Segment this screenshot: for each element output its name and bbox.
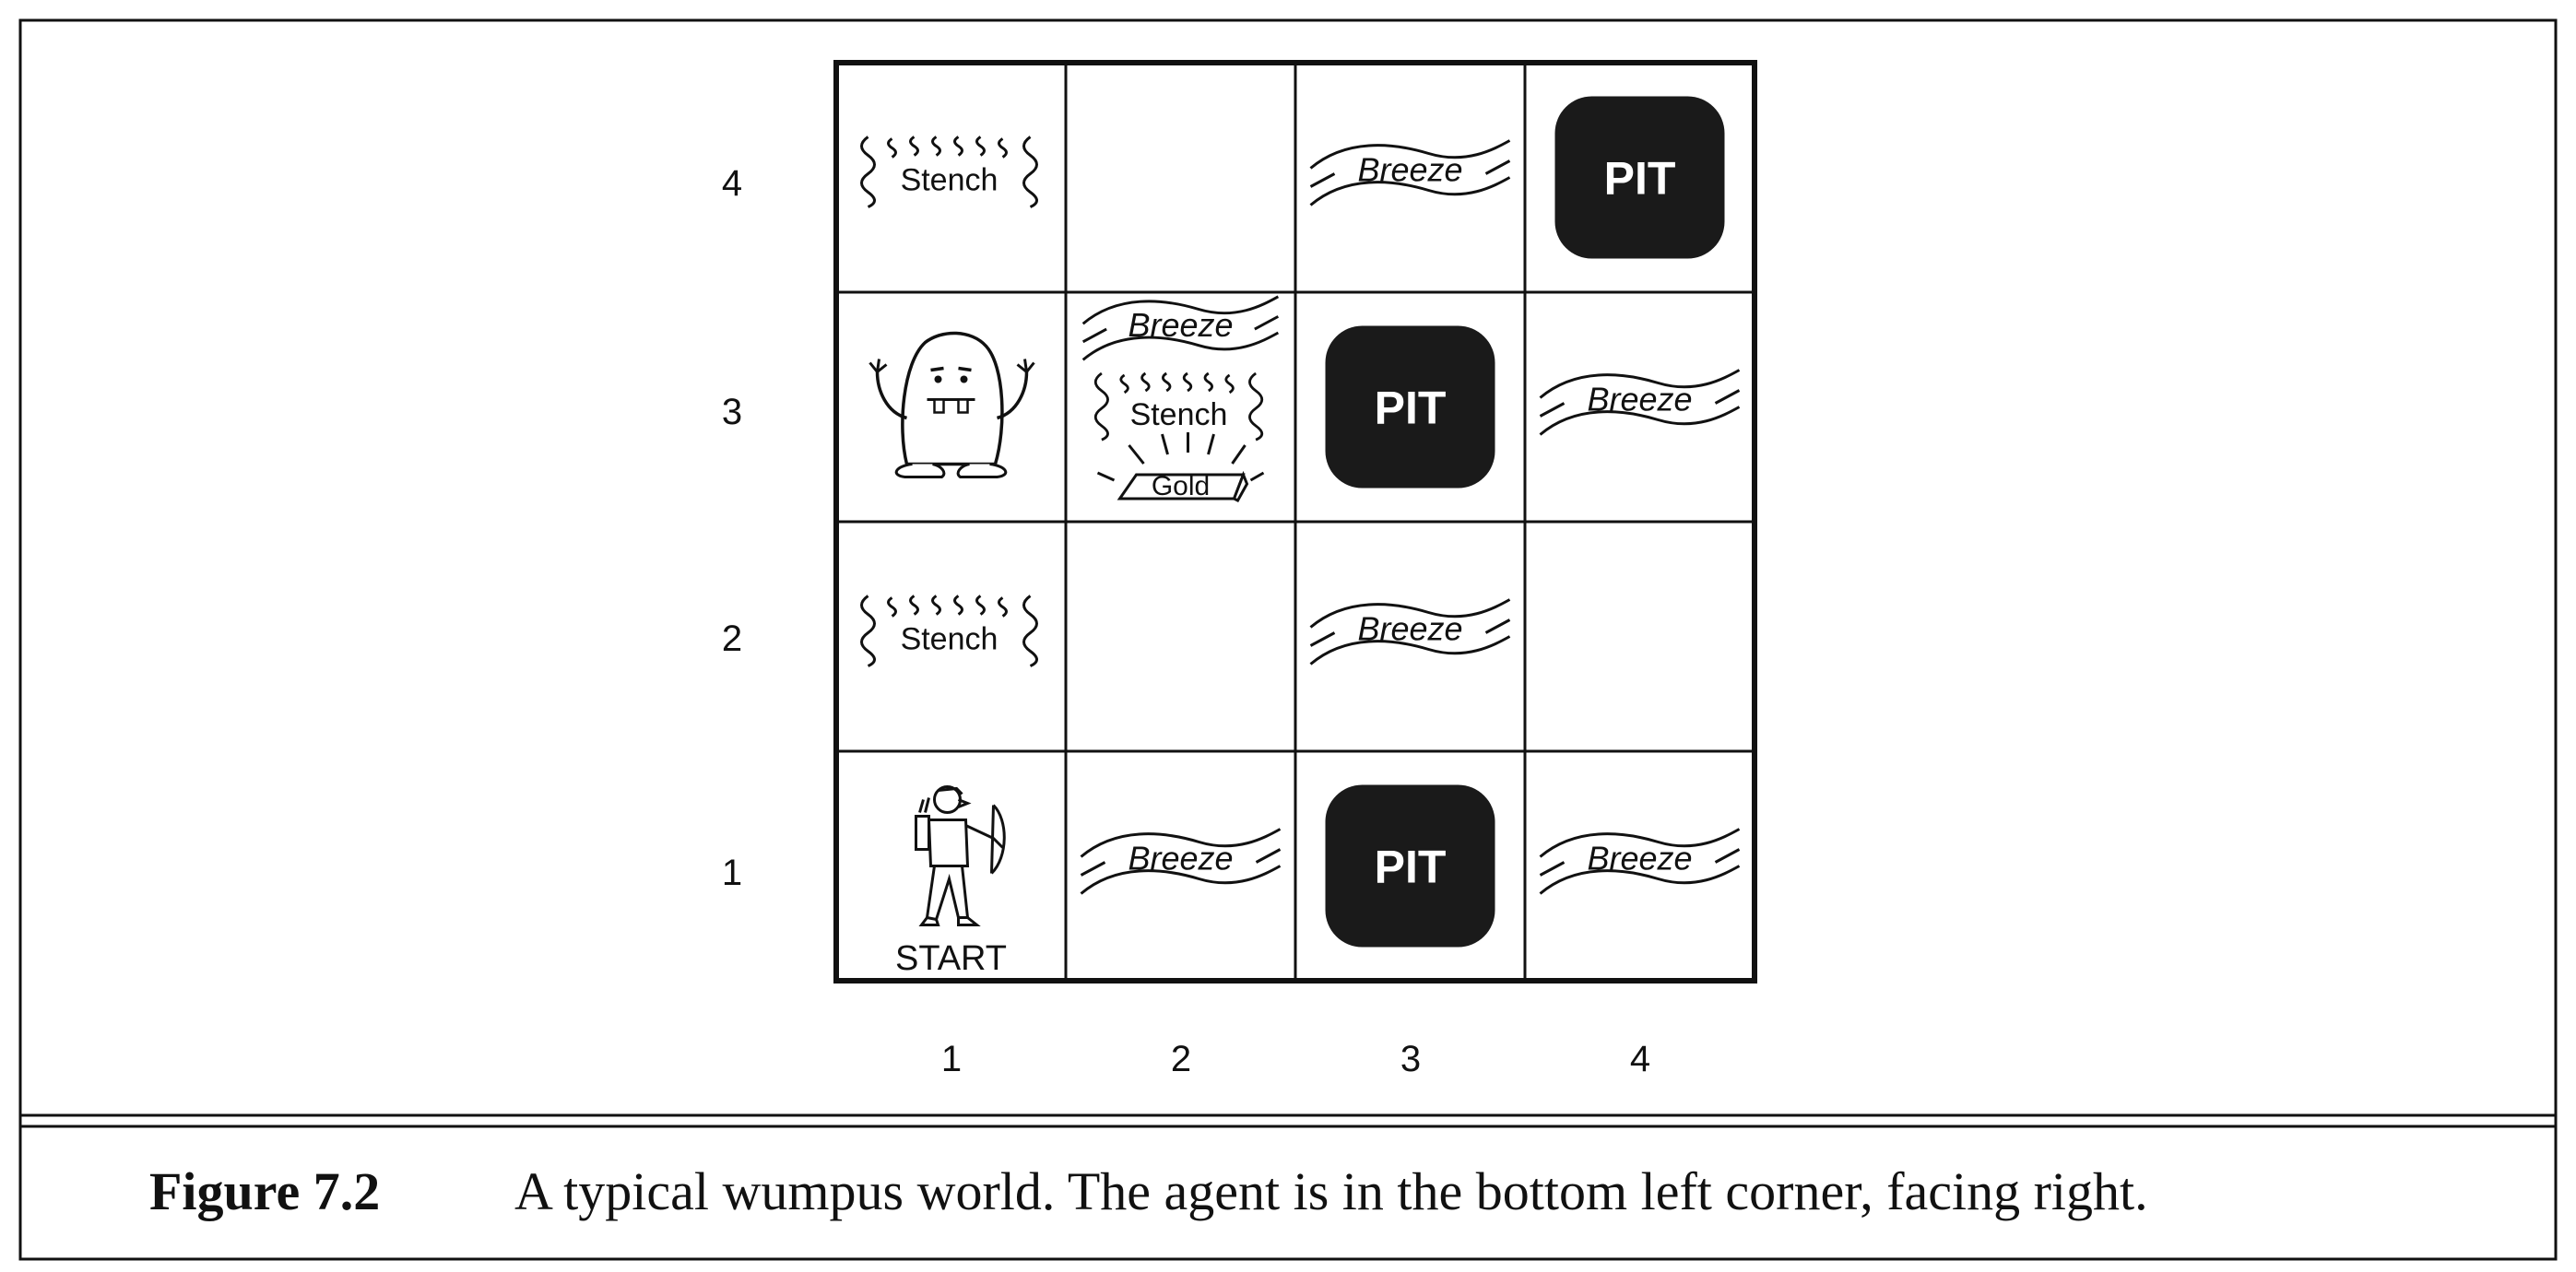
- pit-label: PIT: [1375, 383, 1447, 434]
- row-label-1: 1: [722, 853, 742, 893]
- cell-4-4: PIT: [1554, 96, 1725, 259]
- breeze-label: Breeze: [1587, 381, 1692, 418]
- figure-frame: [18, 18, 2558, 1261]
- stench-label: Stench: [901, 622, 998, 657]
- cell-1-3: [868, 331, 1036, 479]
- grid-border: [833, 60, 1757, 983]
- agent-icon: [915, 785, 1006, 926]
- breeze-label: Breeze: [1357, 610, 1462, 648]
- cell-3-1: PIT: [1325, 784, 1495, 948]
- breeze-label: Breeze: [1587, 840, 1692, 877]
- cell-3-2: Breeze: [1309, 598, 1511, 665]
- row-label-2: 2: [722, 618, 742, 659]
- breeze-label: Breeze: [1357, 151, 1462, 189]
- pit-block: [1554, 96, 1725, 259]
- cell-3-3: PIT: [1325, 325, 1495, 489]
- start-label: START: [895, 939, 1007, 978]
- cell-4-1: Breeze: [1539, 828, 1741, 895]
- caption-text: A typical wumpus world. The agent is in …: [514, 1161, 2148, 1221]
- gold-label: Gold: [1152, 471, 1210, 501]
- pit-label: PIT: [1604, 153, 1676, 205]
- col-label-1: 1: [941, 1039, 962, 1079]
- caption-label: Figure 7.2: [149, 1161, 380, 1221]
- row-label-4: 4: [722, 163, 742, 204]
- pit-label: PIT: [1375, 842, 1447, 893]
- pit-block: [1325, 325, 1495, 489]
- cell-2-1: Breeze: [1080, 828, 1282, 895]
- grid-lines: [833, 60, 1757, 983]
- row-label-3: 3: [722, 392, 742, 432]
- breeze-label: Breeze: [1128, 840, 1233, 877]
- cell-4-3: Breeze: [1539, 369, 1741, 436]
- stench-label: Stench: [1130, 397, 1228, 432]
- col-label-3: 3: [1400, 1039, 1421, 1079]
- cell-1-4: Stench: [860, 135, 1038, 208]
- cell-1-1: START: [895, 785, 1007, 978]
- cell-3-4: Breeze: [1309, 139, 1511, 206]
- stench-label: Stench: [901, 163, 998, 198]
- col-label-4: 4: [1630, 1039, 1650, 1079]
- col-label-2: 2: [1171, 1039, 1191, 1079]
- pit-block: [1325, 784, 1495, 948]
- wumpus-icon: [868, 331, 1036, 479]
- cell-1-2: Stench: [860, 595, 1038, 667]
- breeze-label: Breeze: [1128, 306, 1233, 344]
- caption: Figure 7.2 A typical wumpus world. The a…: [149, 1161, 2148, 1221]
